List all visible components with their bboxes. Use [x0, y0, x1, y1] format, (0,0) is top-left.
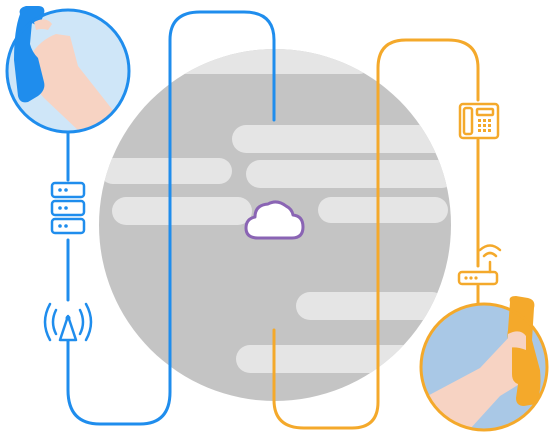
caller-arm: [30, 34, 129, 132]
server-stack-icon: [50, 181, 86, 235]
receiver-fingers: [508, 331, 526, 350]
caller-connection-path: [66, 10, 276, 426]
receiver-connection-path: [272, 38, 480, 430]
receiver-arm: [421, 336, 526, 430]
router-icon: [457, 244, 502, 286]
receiver-badge: [419, 296, 549, 432]
caller-badge: [5, 6, 131, 134]
caller-fingers: [34, 19, 52, 30]
antenna-tower-icon: [43, 302, 93, 342]
desk-phone-icon: [458, 102, 500, 140]
cloud-icon: [244, 200, 305, 240]
phone-handset-icon: [507, 296, 541, 406]
